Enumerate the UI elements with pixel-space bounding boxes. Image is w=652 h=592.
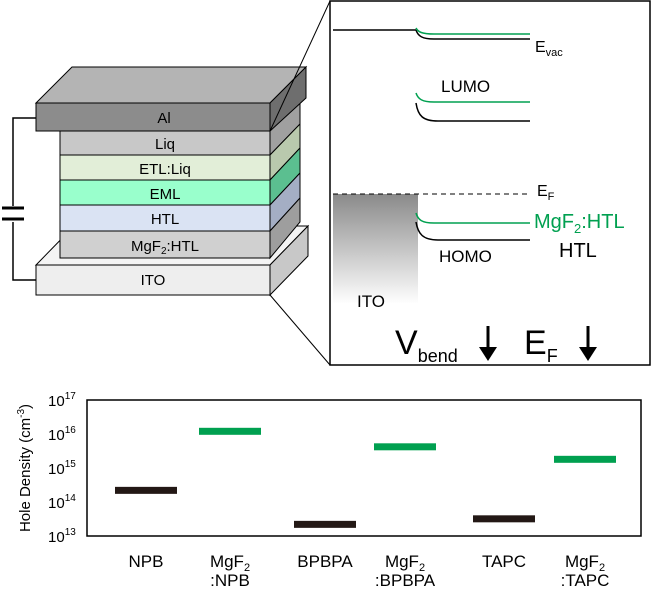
x-label-line1: TAPC bbox=[482, 552, 526, 571]
plot-frame bbox=[86, 399, 642, 537]
bar-level bbox=[199, 427, 261, 435]
ito-band-label: ITO bbox=[357, 292, 385, 311]
homo-level-mgf2 bbox=[415, 212, 530, 224]
ito-fermi-block bbox=[333, 194, 418, 304]
eml-layer bbox=[59, 179, 271, 206]
ito-layer bbox=[35, 264, 271, 296]
x-label-line2: :BPBPA bbox=[375, 571, 436, 590]
lumo-level-mgf2 bbox=[415, 92, 530, 103]
lumo-level-htl bbox=[415, 102, 530, 122]
htl-label: HTL bbox=[151, 211, 179, 228]
x-label-line1: MgF2 bbox=[565, 552, 605, 574]
y-tick-label: 1014 bbox=[48, 493, 76, 512]
mgf2-htl-label: MgF2:HTL bbox=[534, 211, 625, 236]
etl-label: ETL:Liq bbox=[139, 161, 191, 178]
y-tick-label: 1017 bbox=[48, 391, 76, 410]
x-label-line1: BPBPA bbox=[297, 552, 353, 571]
band-diagram: Evac LUMO EF MgF2:HTL HTL HOMO ITO Vbend… bbox=[329, 0, 651, 366]
y-tick-label: 1016 bbox=[48, 425, 76, 444]
device-stack: Al Liq ETL:Liq EML HTL MgF2:HTL ITO bbox=[2, 0, 331, 366]
liq-label: Liq bbox=[155, 136, 175, 153]
al-layer bbox=[35, 102, 271, 132]
bar-level bbox=[473, 515, 535, 523]
ef-shift-label: EF bbox=[524, 324, 558, 366]
hole-density-chart: Hole Density (cm-3) 1013 1014 1015 1016 1017… bbox=[16, 391, 642, 590]
zoom-line-top bbox=[269, 0, 331, 132]
y-axis-label: Hole Density (cm-3) bbox=[16, 404, 34, 532]
homo-label: HOMO bbox=[439, 247, 492, 266]
vacuum-level-mgf2 bbox=[415, 27, 530, 35]
vacuum-level-htl bbox=[415, 29, 530, 40]
bars bbox=[115, 427, 616, 528]
bar-level bbox=[115, 486, 177, 494]
vbend-label: Vbend bbox=[395, 324, 458, 366]
band-diagram-frame bbox=[329, 0, 651, 366]
x-label-line1: MgF2 bbox=[210, 552, 250, 574]
homo-level-htl bbox=[415, 221, 530, 241]
etl-layer bbox=[59, 154, 271, 181]
liq-layer bbox=[59, 130, 271, 156]
ito-label: ITO bbox=[141, 272, 166, 289]
zoom-line-bottom bbox=[269, 294, 331, 366]
x-label-line2: :NPB bbox=[210, 571, 250, 590]
mgf2-layer bbox=[59, 230, 271, 259]
fermi-label: EF bbox=[537, 183, 555, 203]
evac-label: Evac bbox=[535, 39, 563, 59]
circuit-wire-bottom bbox=[12, 222, 36, 281]
bar-level bbox=[554, 455, 616, 463]
ef-down-arrow-icon bbox=[579, 326, 597, 361]
htl-layer bbox=[59, 204, 271, 232]
y-ticks: 1013 1014 1015 1016 1017 bbox=[48, 391, 76, 546]
htl-band-label: HTL bbox=[559, 240, 597, 262]
bar-level bbox=[294, 520, 356, 528]
al-layer-top bbox=[34, 66, 308, 104]
y-tick-label: 1015 bbox=[48, 459, 76, 478]
x-label-line2: :TAPC bbox=[561, 571, 610, 590]
al-label: Al bbox=[157, 110, 170, 127]
vbend-down-arrow-icon bbox=[479, 326, 497, 361]
bar-level bbox=[374, 443, 436, 451]
mgf2-label: MgF2:HTL bbox=[131, 238, 199, 257]
eml-label: EML bbox=[150, 186, 181, 203]
x-label-line1: MgF2 bbox=[385, 552, 425, 574]
y-tick-label: 1013 bbox=[48, 527, 76, 546]
lumo-label: LUMO bbox=[441, 77, 490, 96]
x-label-line1: NPB bbox=[129, 552, 164, 571]
circuit-wire-top bbox=[12, 117, 36, 206]
